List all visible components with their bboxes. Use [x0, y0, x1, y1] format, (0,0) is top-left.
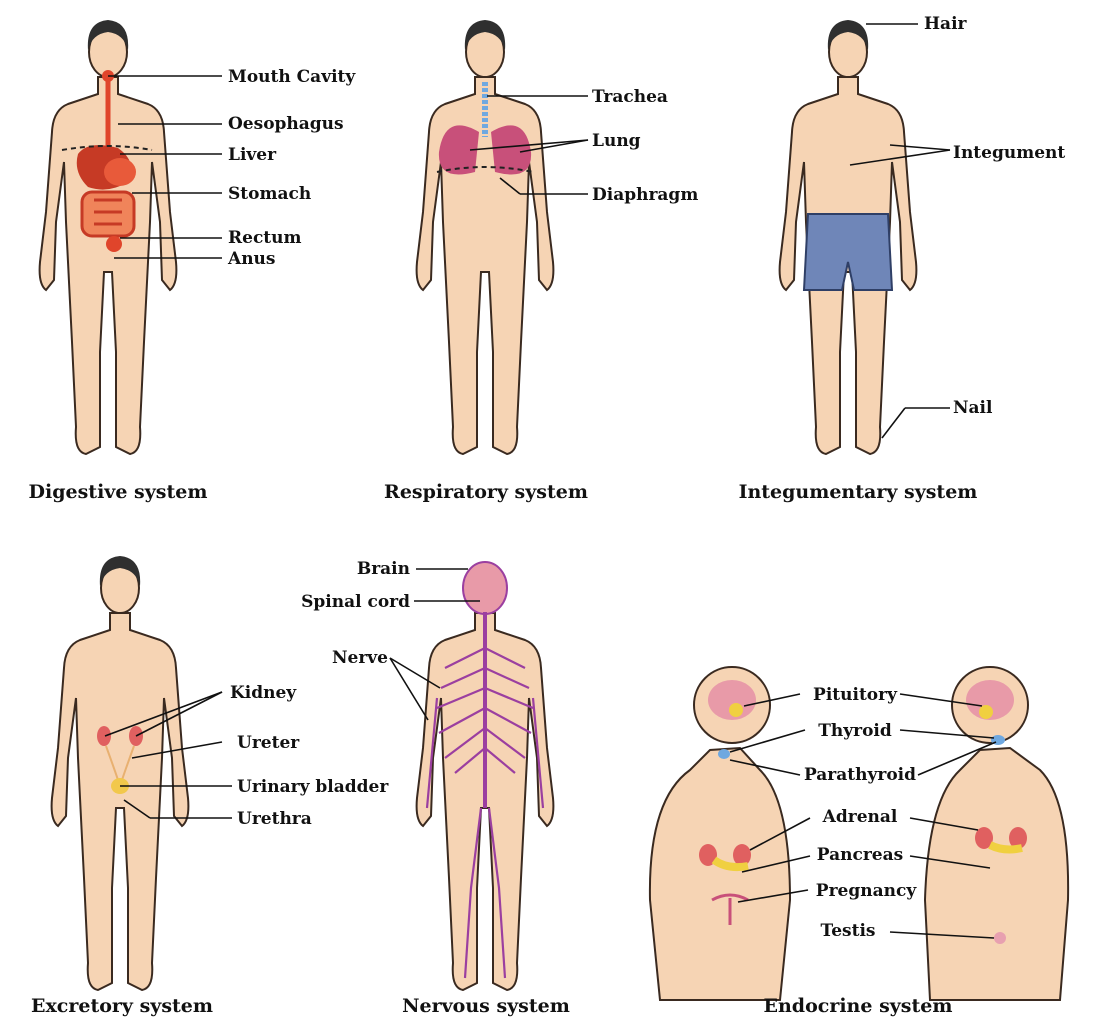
- label-kidney: Kidney: [230, 683, 297, 703]
- label-trachea: Trachea: [592, 87, 668, 107]
- label-nerve: Nerve: [332, 648, 388, 668]
- label-diaphragm: Diaphragm: [592, 185, 698, 205]
- kidney-left-shape: [97, 726, 111, 746]
- endocrine-male-figure: [925, 667, 1068, 1000]
- label-adrenal: Adrenal: [822, 807, 898, 827]
- nervous-figure: [417, 562, 554, 990]
- endocrine-panel: Pituitory Thyroid Parathyroid Adrenal Pa…: [650, 667, 1068, 1017]
- shorts-shape: [804, 214, 892, 290]
- endocrine-female-figure: [650, 667, 790, 1000]
- respiratory-panel: Trachea Lung Diaphragm Respiratory syste…: [384, 20, 698, 503]
- integumentary-figure: [780, 20, 917, 454]
- caption-digestive: Digestive system: [29, 481, 208, 503]
- caption-endocrine: Endocrine system: [764, 995, 953, 1017]
- label-spinal-cord: Spinal cord: [301, 592, 410, 612]
- label-mouth-cavity: Mouth Cavity: [228, 67, 356, 87]
- label-integument: Integument: [953, 143, 1065, 163]
- caption-respiratory: Respiratory system: [384, 481, 588, 503]
- label-pituitory: Pituitory: [813, 685, 898, 705]
- label-liver: Liver: [228, 145, 277, 165]
- testis-shape: [994, 932, 1006, 944]
- male-pancreas-shape: [990, 845, 1022, 849]
- stomach-shape: [104, 158, 136, 186]
- label-parathyroid: Parathyroid: [804, 765, 916, 785]
- label-testis: Testis: [821, 921, 876, 941]
- label-ureter: Ureter: [237, 733, 300, 753]
- label-anus: Anus: [227, 249, 275, 269]
- label-thyroid: Thyroid: [818, 721, 892, 741]
- respiratory-figure: [417, 20, 554, 454]
- female-thyroid-shape: [718, 749, 730, 759]
- caption-integumentary: Integumentary system: [739, 481, 978, 503]
- digestive-figure: [40, 20, 177, 454]
- rectum-shape: [106, 236, 122, 252]
- digestive-panel: Mouth Cavity Oesophagus Liver Stomach Re…: [29, 20, 357, 503]
- excretory-panel: Kidney Ureter Urinary bladder Urethra Ex…: [31, 556, 389, 1017]
- label-stomach: Stomach: [228, 184, 311, 204]
- label-urinary-bladder: Urinary bladder: [237, 777, 389, 797]
- label-urethra: Urethra: [237, 809, 312, 829]
- label-oesophagus: Oesophagus: [228, 114, 344, 134]
- caption-nervous: Nervous system: [402, 995, 570, 1017]
- integumentary-panel: Hair Integument Nail Integumentary syste…: [739, 14, 1066, 503]
- label-hair: Hair: [924, 14, 968, 34]
- male-pituitary-shape: [979, 705, 993, 719]
- caption-excretory: Excretory system: [31, 995, 213, 1017]
- label-brain: Brain: [357, 559, 410, 579]
- excretory-figure: [52, 556, 189, 990]
- label-pancreas: Pancreas: [817, 845, 903, 865]
- label-nail: Nail: [953, 398, 993, 418]
- label-rectum: Rectum: [228, 228, 302, 248]
- label-lung: Lung: [592, 131, 641, 151]
- brain-shape: [463, 562, 507, 614]
- label-pregnancy: Pregnancy: [816, 881, 918, 901]
- female-pituitary-shape: [729, 703, 743, 717]
